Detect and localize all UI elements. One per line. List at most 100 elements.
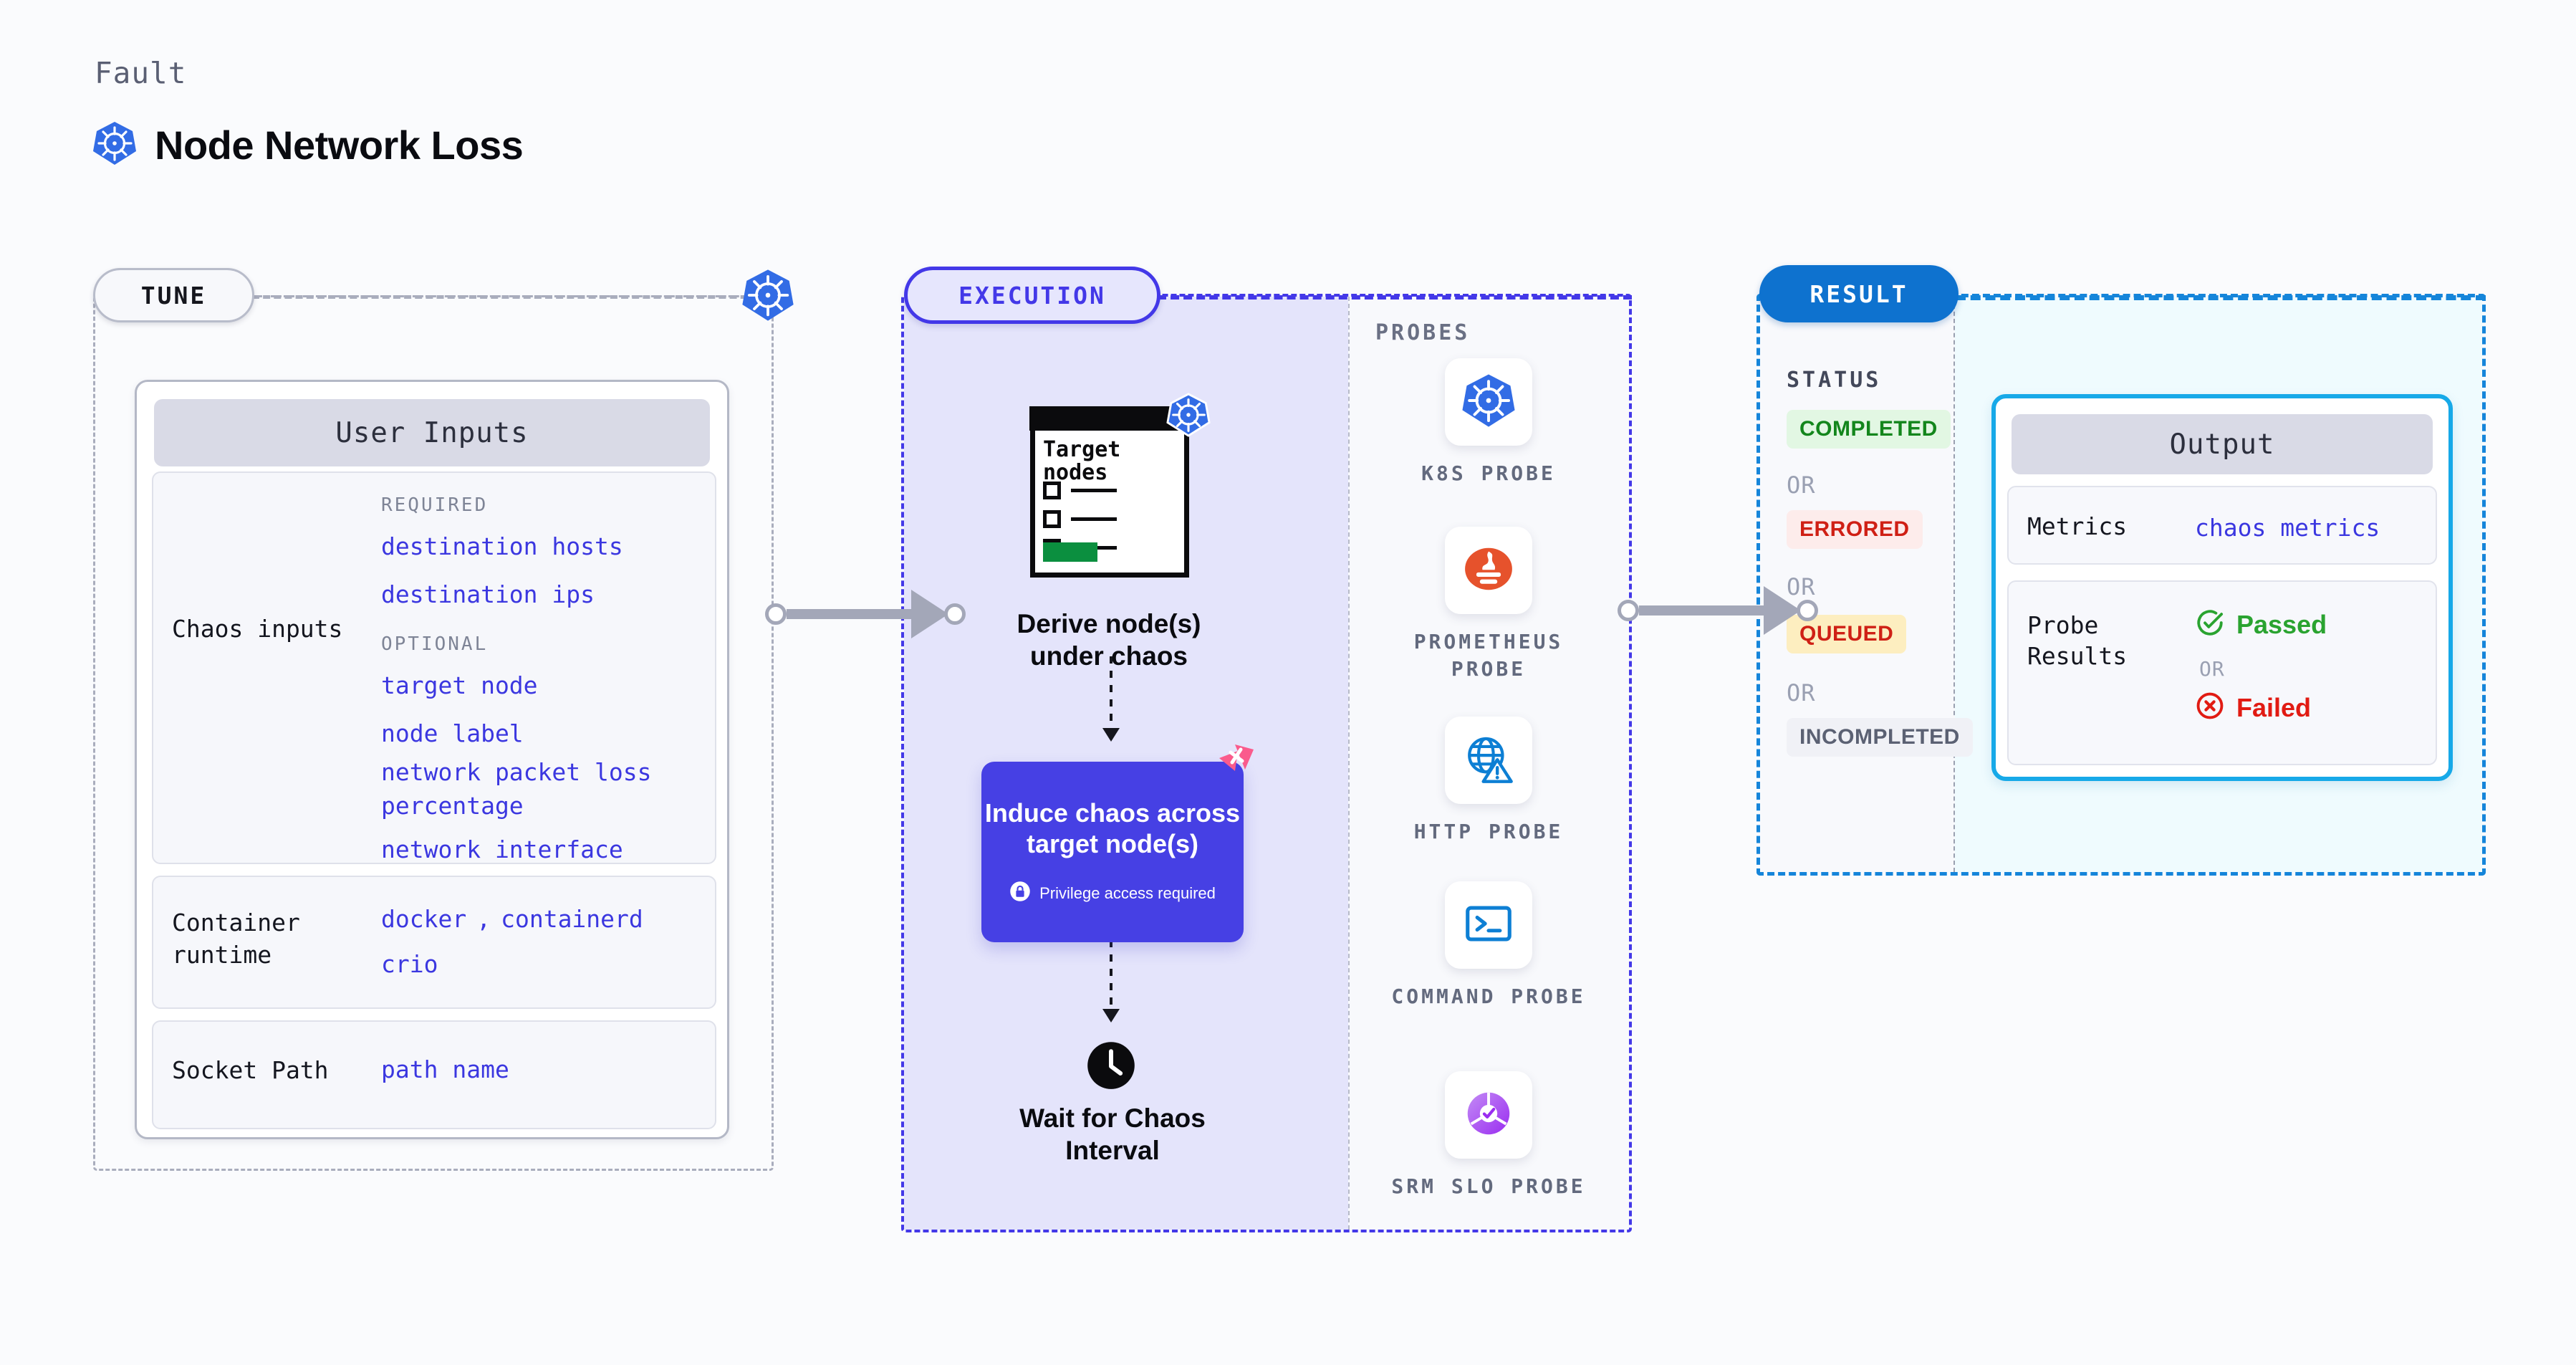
metrics-row: Metrics chaos metrics xyxy=(2007,486,2437,565)
connector-line xyxy=(787,609,913,619)
metrics-label: Metrics xyxy=(2027,512,2128,540)
chaos-inputs-values: REQUIRED destination hosts destination i… xyxy=(381,494,682,867)
tune-section-chip[interactable]: TUNE xyxy=(93,268,254,322)
execution-leader-line xyxy=(1158,295,1632,300)
input-node-label[interactable]: node label xyxy=(381,719,524,747)
check-circle-icon xyxy=(2195,608,2225,641)
lock-icon xyxy=(1009,881,1031,906)
failed-label: Failed xyxy=(2236,692,2312,722)
page-title: Node Network Loss xyxy=(155,123,524,168)
connector-tune-to-execution xyxy=(765,590,966,638)
status-badge-completed: COMPLETED xyxy=(1787,410,1951,449)
probe-label: SRM SLO PROBE xyxy=(1391,1174,1586,1198)
status-column-title: STATUS xyxy=(1787,368,1882,393)
probe-tile xyxy=(1445,881,1532,969)
kubernetes-icon xyxy=(92,120,138,170)
probe-results-row: Probe Results Passed OR xyxy=(2007,580,2437,765)
probe-results-label: Probe Results xyxy=(2027,611,2128,670)
connector-arrowhead xyxy=(911,590,948,638)
connector-dot xyxy=(1797,600,1818,621)
probe-label: K8S PROBE xyxy=(1421,461,1556,485)
or-separator: OR xyxy=(1787,679,1816,707)
checkbox-icon xyxy=(1043,482,1061,499)
runtime-separator: , xyxy=(476,905,491,933)
required-tag: REQUIRED xyxy=(381,494,489,516)
socket-path-label: Socket Path xyxy=(172,1056,329,1084)
connector-dot xyxy=(765,603,787,625)
probe-item-http[interactable]: HTTP PROBE xyxy=(1381,717,1596,846)
runtime-docker[interactable]: docker xyxy=(381,905,467,933)
globe-warning-icon xyxy=(1461,731,1517,790)
runtime-crio[interactable]: crio xyxy=(381,949,438,978)
connector-dot xyxy=(1618,600,1639,621)
doc-line xyxy=(1071,489,1117,492)
litmus-logo-icon xyxy=(1216,742,1258,782)
flow-arrow-down xyxy=(1102,926,1120,1022)
prometheus-icon xyxy=(1461,541,1517,600)
probe-item-prometheus[interactable]: PROMETHEUS PROBE xyxy=(1381,527,1596,683)
probe-label: PROMETHEUS PROBE xyxy=(1413,630,1564,681)
status-badge-incompleted: INCOMPLETED xyxy=(1787,718,1973,757)
clock-icon xyxy=(1086,1040,1136,1091)
metrics-value-text: chaos metrics xyxy=(2195,514,2380,542)
socket-path-values: path name xyxy=(381,1053,509,1087)
or-separator: OR xyxy=(1787,471,1816,499)
execution-section-chip[interactable]: EXECUTION xyxy=(904,267,1160,324)
input-network-packet-loss-percentage[interactable]: network packet loss percentage xyxy=(381,758,652,820)
result-section-chip[interactable]: RESULT xyxy=(1759,265,1959,322)
input-destination-ips[interactable]: destination ips xyxy=(381,580,595,608)
runtime-containerd[interactable]: containerd xyxy=(501,905,643,933)
probe-item-k8s[interactable]: K8S PROBE xyxy=(1381,358,1596,487)
probe-tile xyxy=(1445,717,1532,804)
connector-line xyxy=(1639,605,1765,616)
probe-item-srm-slo[interactable]: SRM SLO PROBE xyxy=(1381,1071,1596,1200)
optional-tag: OPTIONAL xyxy=(381,633,489,655)
x-circle-icon xyxy=(2195,691,2225,724)
probe-result-passed: Passed xyxy=(2195,608,2327,641)
privilege-note: Privilege access required xyxy=(1009,881,1216,906)
terminal-icon xyxy=(1461,896,1517,955)
doc-progress-bar xyxy=(1043,542,1097,562)
checkbox-icon xyxy=(1043,510,1061,528)
probe-results-values: Passed OR Failed xyxy=(2195,608,2327,724)
flow-arrow-down xyxy=(1102,656,1120,742)
probes-section-title: PROBES xyxy=(1375,320,1471,345)
container-runtime-row: Container runtime docker , containerd cr… xyxy=(152,876,716,1009)
status-badge-queued: QUEUED xyxy=(1787,615,1907,653)
probe-tile xyxy=(1445,527,1532,614)
chaos-inputs-row: Chaos inputs REQUIRED destination hosts … xyxy=(152,471,716,864)
result-status-panel xyxy=(1760,297,1955,872)
probe-item-command[interactable]: COMMAND PROBE xyxy=(1381,881,1596,1010)
probe-tile xyxy=(1445,1071,1532,1159)
container-runtime-label: Container runtime xyxy=(172,909,300,969)
input-target-node[interactable]: target node xyxy=(381,671,538,699)
connector-execution-to-result xyxy=(1618,586,1818,635)
derive-nodes-step-label: Derive node(s) under chaos xyxy=(1017,609,1201,671)
probe-label: HTTP PROBE xyxy=(1413,820,1564,843)
srm-slo-icon xyxy=(1461,1086,1517,1145)
induce-chaos-title: Induce chaos across target node(s) xyxy=(984,798,1241,858)
connector-arrowhead xyxy=(1764,586,1801,635)
doc-line xyxy=(1071,517,1117,521)
result-leader-line xyxy=(1956,295,2486,300)
container-runtime-values: docker , containerd crio xyxy=(381,903,643,982)
input-network-interface[interactable]: network interface xyxy=(381,835,623,864)
chaos-inputs-label: Chaos inputs xyxy=(172,615,343,643)
status-badge-errored: ERRORED xyxy=(1787,510,1923,549)
induce-chaos-step-box[interactable]: Induce chaos across target node(s) Privi… xyxy=(981,762,1244,942)
input-destination-hosts[interactable]: destination hosts xyxy=(381,532,623,560)
probe-label: COMMAND PROBE xyxy=(1391,985,1586,1008)
privilege-note-text: Privilege access required xyxy=(1039,884,1216,903)
kubernetes-icon xyxy=(1461,373,1517,432)
target-nodes-doc-title: Target nodes xyxy=(1043,437,1121,485)
socket-path-value[interactable]: path name xyxy=(381,1055,509,1083)
target-nodes-document-icon: Target nodes xyxy=(1029,406,1190,578)
or-separator: OR xyxy=(2199,657,2225,681)
connector-dot xyxy=(944,603,966,625)
output-card-title: Output xyxy=(2012,414,2433,474)
metrics-value[interactable]: chaos metrics xyxy=(2195,512,2380,545)
kubernetes-icon xyxy=(1166,393,1211,437)
wait-chaos-interval-step-label: Wait for Chaos Interval xyxy=(1019,1103,1206,1166)
passed-label: Passed xyxy=(2236,609,2327,639)
